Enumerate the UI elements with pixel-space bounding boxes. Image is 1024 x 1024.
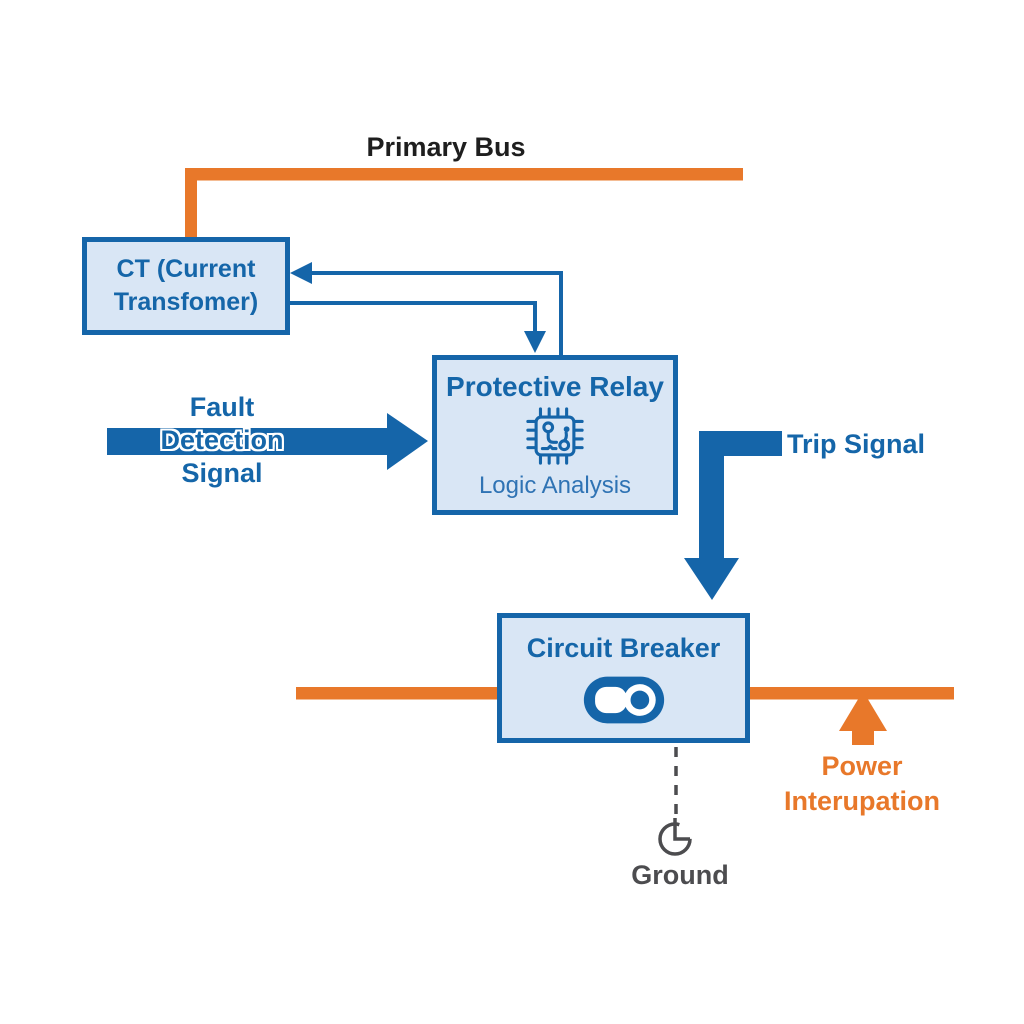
fault-signal-label: Fault Detection Signal [160, 391, 283, 490]
fault-detection-arrow [107, 413, 428, 470]
lower-bus-left [296, 687, 499, 700]
power-interruption-label: Power Interupation [784, 749, 940, 819]
trip-signal-label: Trip Signal [787, 429, 926, 459]
lower-bus-right [749, 687, 954, 700]
ct-box-line2: Transfomer) [113, 288, 259, 316]
fault-signal-line1: Fault [189, 392, 255, 422]
fault-signal-line2: Detection [160, 425, 284, 455]
trip-signal-arrow [684, 431, 782, 600]
ct-drop-line [185, 168, 197, 238]
ground-icon [658, 818, 692, 856]
primary-bus-label: Primary Bus [366, 132, 526, 162]
relay-to-ct-arrowhead [290, 262, 312, 284]
ct-box-line1: CT (Current [116, 255, 256, 283]
power-interruption-line1: Power [821, 751, 903, 781]
breaker-box-title: Circuit Breaker [526, 633, 721, 663]
power-interruption-line2: Interupation [784, 786, 940, 816]
relay-to-ct-line [311, 271, 563, 357]
relay-box: Protective Relay Logic Analysis [432, 355, 678, 515]
microchip-icon [526, 407, 584, 465]
ct-box-label: CT (Current Transfomer) [114, 253, 258, 319]
ct-box: CT (Current Transfomer) [82, 237, 290, 335]
breaker-box: Circuit Breaker [497, 613, 750, 743]
ct-to-relay-arrowhead [524, 331, 546, 353]
relay-box-subtitle: Logic Analysis [478, 472, 632, 499]
ground-label: Ground [631, 860, 729, 890]
power-interruption-arrow [839, 691, 887, 745]
fault-signal-line3: Signal [181, 458, 263, 488]
toggle-switch-icon [583, 676, 664, 724]
relay-box-title: Protective Relay [446, 371, 664, 402]
ct-to-relay-line [290, 301, 537, 332]
primary-bus-line [185, 168, 743, 181]
